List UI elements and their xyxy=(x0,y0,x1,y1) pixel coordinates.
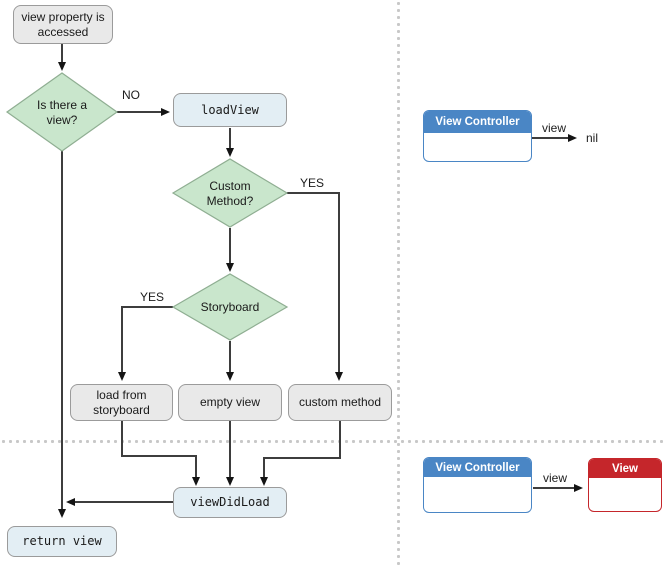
decision-storyboard-shape xyxy=(171,273,289,341)
decision-shapes xyxy=(5,72,289,341)
decision-custom-method-label: Custom Method? xyxy=(206,179,254,208)
arrowhead xyxy=(226,477,234,486)
uml-view-box: View xyxy=(588,458,662,512)
edge-label-no: NO xyxy=(122,88,140,102)
uml-nil-label: nil xyxy=(586,131,599,145)
arrowhead xyxy=(58,62,66,71)
node-load-from-storyboard: load from storyboard xyxy=(70,384,173,421)
arrowhead xyxy=(58,509,66,518)
uml-view-controller-bottom: View Controller xyxy=(423,457,532,513)
uml-view-controller-top-title: View Controller xyxy=(424,111,531,133)
decision-is-there-a-view-shape xyxy=(5,72,119,152)
edge-label-yes-custom-method: YES xyxy=(299,176,324,190)
arrowhead xyxy=(568,134,577,142)
arrowhead xyxy=(192,477,200,486)
edge-storyboard-to-viewdidload xyxy=(121,421,197,477)
arrowhead xyxy=(66,498,75,506)
decision-custom-method-shape xyxy=(171,158,289,228)
edge-yes-to-custom-method xyxy=(287,192,340,372)
edge-yes-to-load-from-storyboard xyxy=(121,306,173,372)
decision-storyboard-label: Storyboard xyxy=(200,300,260,314)
uml-bottom-arrow-label: view xyxy=(542,471,567,485)
node-return-view: return view xyxy=(7,526,117,557)
arrowhead xyxy=(226,372,234,381)
edge-custom-method-to-viewdidload xyxy=(263,421,341,477)
arrowhead xyxy=(574,484,583,492)
arrowhead xyxy=(260,477,268,486)
uml-view-box-title: View xyxy=(589,459,661,478)
node-custom-method: custom method xyxy=(288,384,392,421)
divider-vertical-dotted xyxy=(395,0,402,566)
arrowhead xyxy=(161,108,170,116)
uml-view-controller-top: View Controller xyxy=(423,110,532,162)
decision-is-there-a-view-label: Is there a view? xyxy=(36,98,88,127)
arrowhead xyxy=(118,372,126,381)
node-empty-view: empty view xyxy=(178,384,282,421)
divider-horizontal-dotted xyxy=(0,438,663,445)
node-viewdidload: viewDidLoad xyxy=(173,487,287,518)
arrowhead xyxy=(335,372,343,381)
connector-lines xyxy=(61,44,574,509)
edge-label-yes-storyboard: YES xyxy=(139,290,164,304)
node-loadview: loadView xyxy=(173,93,287,127)
arrowheads xyxy=(58,62,583,518)
arrowhead xyxy=(226,148,234,157)
uml-top-arrow-label: view xyxy=(541,121,566,135)
node-start: view property is accessed xyxy=(13,5,113,44)
arrowhead xyxy=(226,263,234,272)
uml-view-controller-bottom-title: View Controller xyxy=(424,458,531,477)
